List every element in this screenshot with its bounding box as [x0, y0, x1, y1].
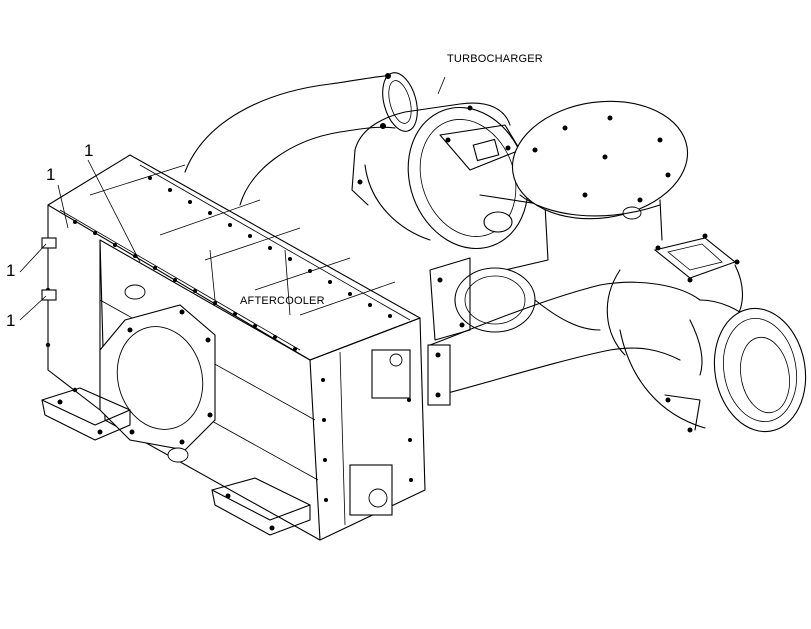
- riser-flange: [606, 233, 744, 356]
- aftercooler-label: AFTERCOOLER: [240, 295, 325, 307]
- center-pipe: [429, 257, 601, 341]
- callout-1-mid-left: 1: [6, 261, 16, 280]
- callout-1-lower-left: 1: [6, 311, 16, 330]
- aftercooler-body: [41, 154, 426, 541]
- elbow-duct: [184, 72, 418, 206]
- cover-plate: [511, 100, 689, 241]
- callout-1-upper-left: 1: [46, 165, 56, 184]
- outlet-bell: [619, 299, 807, 433]
- turbocharger-housing: [351, 102, 549, 286]
- leader-lines: [19, 76, 446, 321]
- callout-1-top: 1: [84, 141, 94, 160]
- turbocharger-label: TURBOCHARGER: [447, 53, 543, 65]
- outlet-tube: [427, 281, 701, 406]
